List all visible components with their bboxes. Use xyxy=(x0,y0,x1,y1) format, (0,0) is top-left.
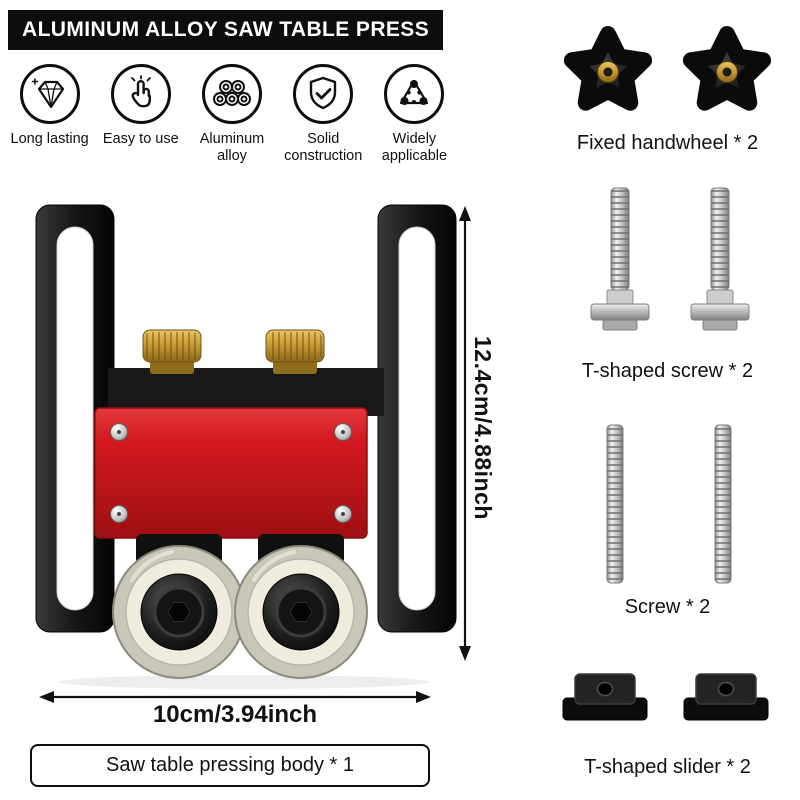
plate-screws xyxy=(110,423,352,523)
feature-aluminum-alloy: Aluminum alloy xyxy=(186,64,277,165)
feature-widely-applicable: Widely applicable xyxy=(369,64,460,165)
feature-list: Long lasting Easy to use xyxy=(4,64,460,165)
fixed-handwheel-image xyxy=(563,26,772,111)
product-caption: Saw table pressing body * 1 xyxy=(106,754,354,776)
width-dimension-label: 10cm/3.94inch xyxy=(152,701,318,728)
part-label-t-shaped-slider: T-shaped slider * 2 xyxy=(584,756,751,778)
part-label-t-shaped-screw: T-shaped screw * 2 xyxy=(581,360,754,382)
feature-label: Long lasting xyxy=(10,131,89,147)
roller-right xyxy=(234,545,368,679)
width-dimension-arrow xyxy=(39,691,431,703)
feature-label: Easy to use xyxy=(102,131,179,147)
triangle-dots-icon xyxy=(384,64,445,124)
feature-long-lasting: Long lasting xyxy=(4,64,95,165)
t-shaped-slider-image xyxy=(562,673,769,721)
page-title: ALUMINUM ALLOY SAW TABLE PRESS xyxy=(22,18,430,41)
height-dimension-label: 12.4cm/4.88inch xyxy=(470,336,496,520)
thumb-screw-left xyxy=(142,329,202,374)
height-dimension-arrow xyxy=(459,206,471,661)
thumb-screw-right xyxy=(265,329,325,374)
feature-label: Widely applicable xyxy=(381,131,448,165)
part-label-fixed-handwheel: Fixed handwheel * 2 xyxy=(576,132,759,154)
touch-icon xyxy=(110,64,171,124)
feature-easy-to-use: Easy to use xyxy=(95,64,186,165)
pressure-plate xyxy=(94,407,368,539)
shield-check-icon xyxy=(293,64,354,124)
part-label-screw: Screw * 2 xyxy=(624,596,711,618)
feature-label: Solid construction xyxy=(284,131,363,165)
t-shaped-screw-image xyxy=(590,187,750,331)
saw-table-press-illustration xyxy=(35,204,471,703)
roller-left xyxy=(112,545,246,679)
pipes-icon xyxy=(202,64,262,124)
feature-solid-construction: Solid construction xyxy=(278,64,369,165)
feature-label: Aluminum alloy xyxy=(199,131,265,165)
screw-image xyxy=(606,424,732,584)
diamond-icon xyxy=(19,64,80,124)
title-banner: ALUMINUM ALLOY SAW TABLE PRESS xyxy=(8,10,444,50)
product-caption-box: Saw table pressing body * 1 xyxy=(30,744,430,787)
